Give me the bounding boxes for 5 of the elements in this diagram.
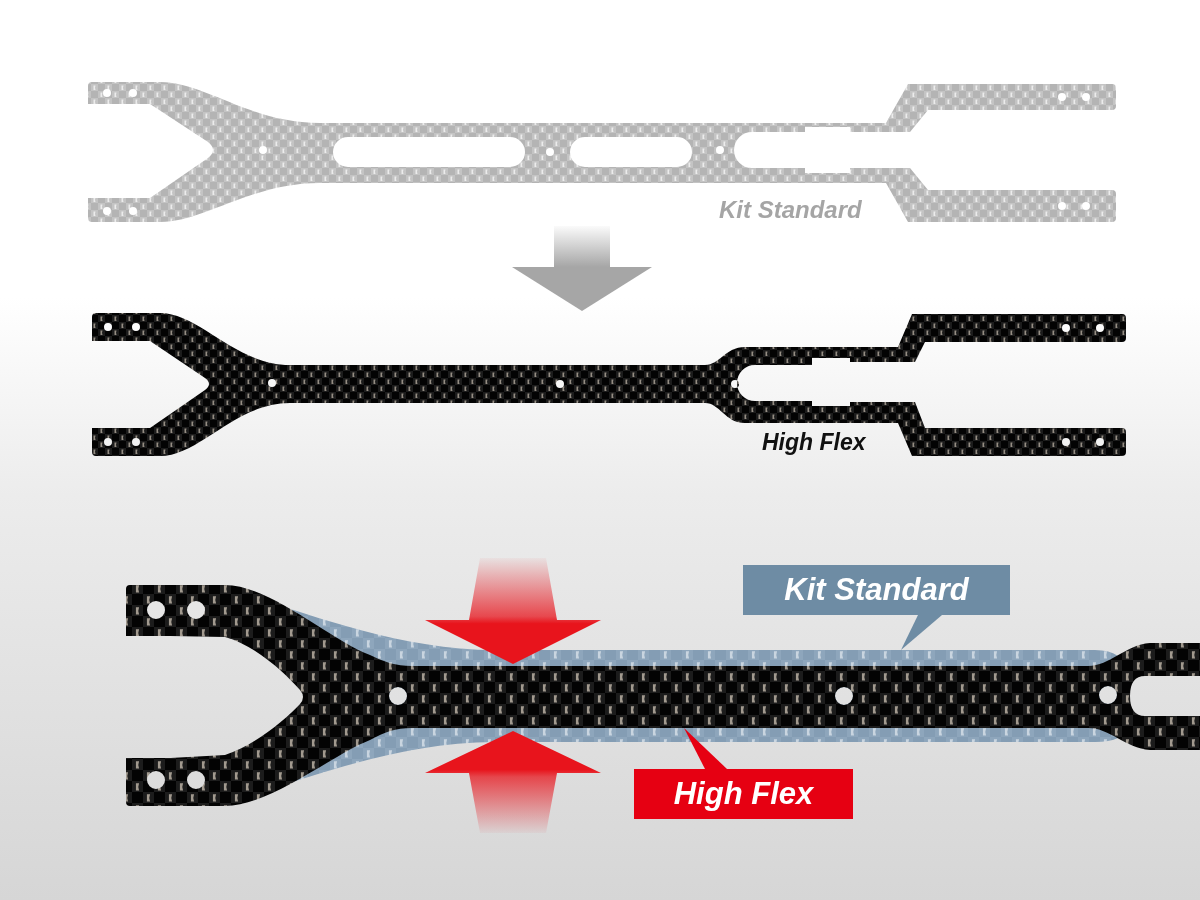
callout-pointer — [901, 615, 942, 650]
chassis-plate-drawing — [90, 311, 1128, 458]
block-arrow — [512, 226, 652, 311]
plate-label: High Flex — [762, 431, 866, 454]
plate-label: Kit Standard — [719, 198, 862, 222]
